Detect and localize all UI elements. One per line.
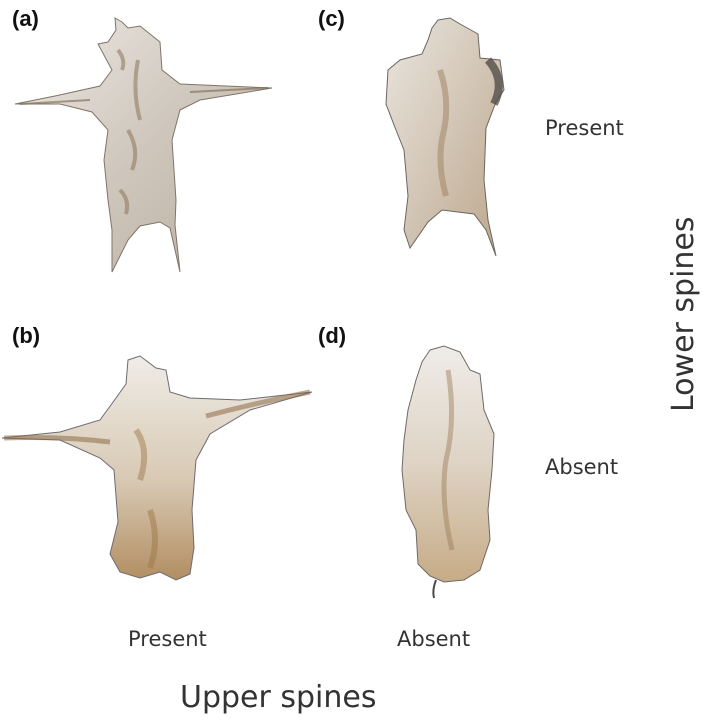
specimen-image-d	[401, 345, 495, 599]
specimen-image-c	[385, 17, 505, 257]
panel-label-b: (b)	[12, 323, 41, 348]
column-label-present: Present	[128, 627, 207, 651]
specimen-image-b	[1, 355, 313, 581]
panel-label-a: (a)	[12, 6, 39, 31]
x-axis-title: Upper spines	[180, 680, 377, 715]
row-label-present: Present	[545, 116, 624, 140]
y-axis-title: Lower spines	[666, 216, 701, 412]
row-label-absent: Absent	[545, 455, 619, 479]
panel-label-d: (d)	[318, 323, 347, 348]
panel-label-c: (c)	[318, 6, 345, 31]
specimen-image-a	[14, 17, 273, 273]
column-label-absent: Absent	[397, 627, 471, 651]
